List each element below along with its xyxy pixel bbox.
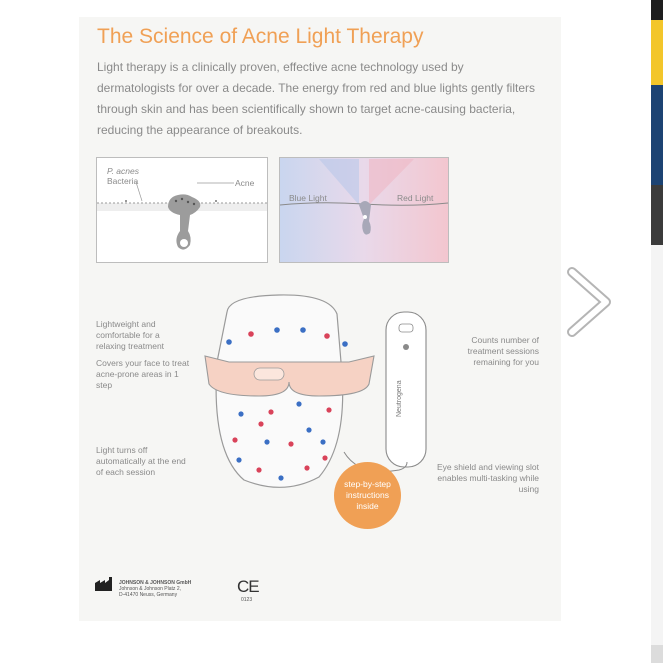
manufacturer-name: JOHNSON & JOHNSON GmbH bbox=[119, 580, 192, 586]
blue-light-label: Blue Light bbox=[289, 193, 327, 203]
bacteria-label-1: P. acnes bbox=[107, 166, 139, 176]
callout-session-counter: Counts number of treatment sessions rema… bbox=[467, 335, 539, 367]
ce-mark: CE bbox=[237, 577, 260, 596]
background-edge-bottom bbox=[651, 645, 663, 663]
callout-lightweight: Lightweight and comfortable for a relaxi… bbox=[96, 319, 165, 351]
callout-covers-face: Covers your face to treat acne-prone are… bbox=[96, 358, 190, 390]
factory-icon bbox=[95, 577, 112, 591]
callout-eye-shield: Eye shield and viewing slot enables mult… bbox=[436, 462, 539, 494]
mask-illustration bbox=[199, 292, 439, 502]
bacteria-label-2: Bacteria bbox=[107, 176, 139, 186]
background-edge-yellow bbox=[651, 20, 663, 85]
background-edge-white bbox=[651, 245, 663, 645]
product-image-panel: The Science of Acne Light Therapy Light … bbox=[79, 17, 561, 621]
background-edge-grey bbox=[651, 185, 663, 245]
acne-label: Acne bbox=[235, 178, 255, 188]
instructions-badge: step-by-step instructions inside bbox=[334, 462, 401, 529]
ce-number: 0123 bbox=[241, 597, 253, 603]
intro-paragraph: Light therapy is a clinically proven, ef… bbox=[97, 60, 536, 137]
manufacturer-address-line-2: D-41470 Neuss, Germany bbox=[119, 592, 178, 598]
next-image-button[interactable] bbox=[560, 262, 620, 342]
acne-bacteria-diagram: P. acnes Bacteria Acne bbox=[96, 157, 268, 263]
chevron-right-icon bbox=[567, 267, 611, 337]
manufacturer-address: JOHNSON & JOHNSON GmbH Johnson & Johnson… bbox=[119, 580, 191, 598]
instructions-badge-text: step-by-step instructions inside bbox=[344, 479, 391, 511]
callout-auto-off: Light turns off automatically at the end… bbox=[96, 445, 186, 477]
page-title: The Science of Acne Light Therapy bbox=[97, 25, 424, 48]
background-edge-blue bbox=[651, 85, 663, 185]
red-light-label: Red Light bbox=[397, 193, 434, 203]
manufacturer-address-line-1: Johnson & Johnson Platz 2, bbox=[119, 586, 181, 592]
light-penetration-diagram: Blue Light Red Light bbox=[279, 157, 449, 263]
device-brand-label: Neutrogena bbox=[396, 380, 403, 417]
manufacturer-footer: JOHNSON & JOHNSON GmbH Johnson & Johnson… bbox=[95, 577, 260, 603]
